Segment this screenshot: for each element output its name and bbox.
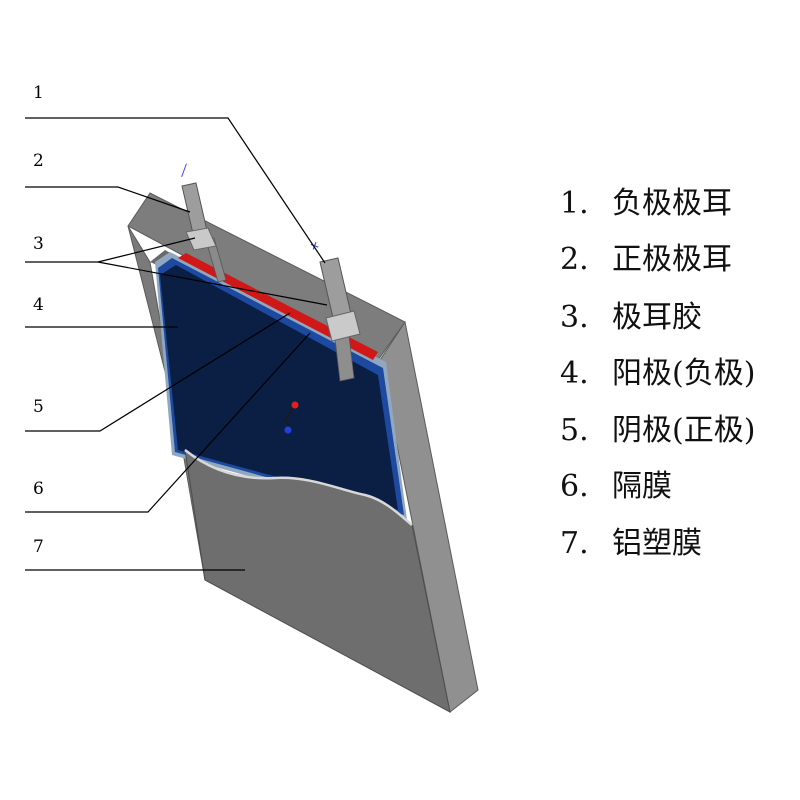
legend-number: 3. bbox=[560, 300, 589, 335]
legend-number: 2. bbox=[560, 242, 589, 277]
leader-line-2 bbox=[25, 186, 191, 213]
legend-number: 5. bbox=[560, 413, 589, 448]
legend-item: 5. 阴极(正极) bbox=[560, 413, 755, 448]
leader-lines bbox=[25, 117, 328, 571]
positive-tab-symbol: + bbox=[306, 239, 325, 254]
legend-label: 负极极耳 bbox=[612, 186, 732, 221]
legend-label: 阳极(负极) bbox=[612, 356, 755, 391]
legend-item: 7. 铝塑膜 bbox=[560, 526, 702, 561]
negative-tab-symbol: — bbox=[173, 160, 193, 179]
legend-number: 1. bbox=[560, 186, 589, 221]
callout-number: 7 bbox=[33, 537, 44, 557]
anode-layer bbox=[160, 265, 398, 510]
positive-tab-glue bbox=[325, 310, 361, 342]
callout-numbers: 1 2 3 4 5 6 7 bbox=[33, 83, 44, 557]
negative-tab-group: — bbox=[173, 160, 227, 283]
legend-item: 2. 正极极耳 bbox=[560, 242, 732, 277]
callout-number: 2 bbox=[33, 151, 44, 171]
legend-label: 阴极(正极) bbox=[612, 413, 755, 448]
legend-label: 隔膜 bbox=[612, 469, 672, 504]
legend-item: 4. 阳极(负极) bbox=[560, 356, 755, 391]
leader-line-5 bbox=[25, 312, 291, 432]
legend-number: 6. bbox=[560, 469, 589, 504]
pouch-cell bbox=[127, 192, 479, 713]
callout-number: 4 bbox=[33, 295, 44, 315]
legend-label: 极耳胶 bbox=[612, 300, 702, 335]
callout-number: 3 bbox=[33, 234, 44, 254]
legend-label: 正极极耳 bbox=[612, 242, 732, 277]
legend-number: 4. bbox=[560, 356, 589, 391]
leader-line-3b bbox=[97, 261, 328, 306]
legend: 1. 负极极耳 2. 正极极耳 3. 极耳胶 4. 阳极(负极) 5. 阴极(正… bbox=[560, 186, 755, 561]
legend-item: 3. 极耳胶 bbox=[560, 300, 702, 335]
legend-item: 6. 隔膜 bbox=[560, 469, 672, 504]
callout-number: 5 bbox=[33, 397, 44, 417]
leader-line-1 bbox=[25, 117, 326, 264]
leader-line-6 bbox=[25, 332, 311, 513]
cutaway-edge bbox=[184, 449, 413, 526]
legend-label: 铝塑膜 bbox=[612, 526, 702, 561]
legend-item: 1. 负极极耳 bbox=[560, 186, 732, 221]
electrode-stack bbox=[155, 252, 407, 520]
callout-number: 6 bbox=[33, 479, 44, 499]
legend-number: 7. bbox=[560, 526, 589, 561]
cathode-red-strip bbox=[178, 253, 378, 360]
positive-tab-group: + bbox=[306, 239, 361, 382]
callout-number: 1 bbox=[33, 83, 44, 103]
axis-glyph bbox=[284, 401, 299, 434]
negative-tab-glue bbox=[185, 227, 217, 251]
